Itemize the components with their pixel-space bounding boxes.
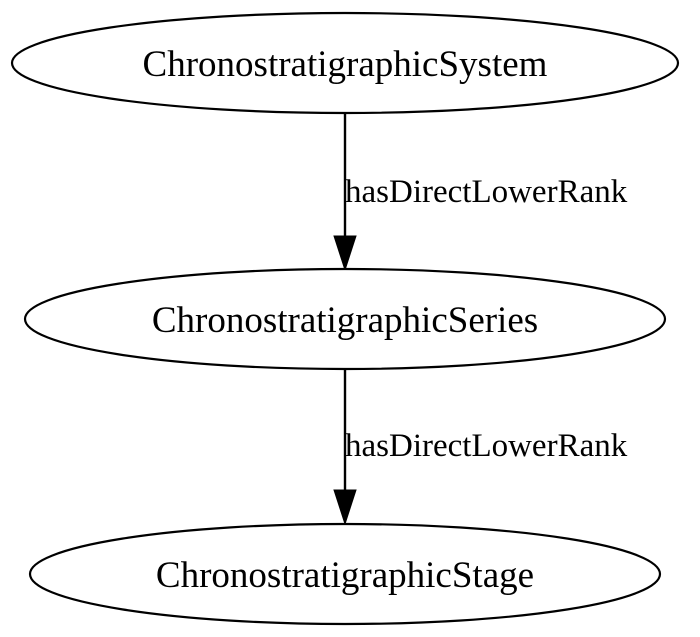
- node-chronostratigraphic-series: ChronostratigraphicSeries: [23, 267, 667, 371]
- edge-series-to-stage: hasDirectLowerRank: [333, 370, 628, 526]
- node-stage-ellipse: [28, 522, 662, 626]
- edge-system-to-series: hasDirectLowerRank: [333, 114, 628, 272]
- node-system-ellipse: [10, 11, 680, 115]
- node-chronostratigraphic-stage: ChronostratigraphicStage: [28, 522, 662, 626]
- edge-series-to-stage-arrowhead: [333, 489, 357, 526]
- node-stage-label: ChronostratigraphicStage: [156, 555, 534, 596]
- node-series-ellipse: [23, 267, 667, 371]
- node-system-label: ChronostratigraphicSystem: [143, 44, 548, 85]
- edge-system-to-series-arrowhead: [333, 235, 357, 272]
- edge-series-to-stage-label: hasDirectLowerRank: [345, 428, 628, 464]
- edge-system-to-series-label: hasDirectLowerRank: [345, 174, 628, 210]
- node-chronostratigraphic-system: ChronostratigraphicSystem: [10, 11, 680, 115]
- node-series-label: ChronostratigraphicSeries: [152, 300, 538, 341]
